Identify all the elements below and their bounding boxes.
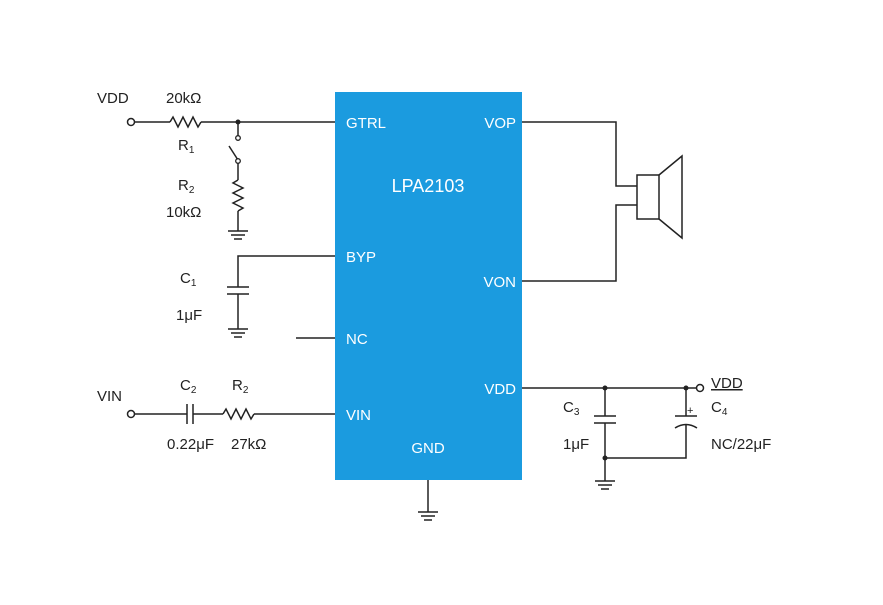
c4-value: NC/22μF xyxy=(711,436,771,453)
vop-wire xyxy=(522,121,637,187)
terminal-icon xyxy=(126,409,136,419)
c4-plus: + xyxy=(687,405,693,417)
ground-icon xyxy=(228,328,248,338)
polarized-capacitor-icon xyxy=(674,415,698,429)
switch-icon xyxy=(228,145,239,161)
r1-value: 20kΩ xyxy=(166,90,201,107)
pin-nc: NC xyxy=(346,331,368,348)
ground-icon xyxy=(595,480,615,490)
pin-vop: VOP xyxy=(484,115,516,132)
ground-icon xyxy=(418,511,438,521)
von-wire xyxy=(522,204,637,282)
c4-wire-bottom xyxy=(605,425,687,459)
capacitor-icon xyxy=(594,415,616,424)
pin-von: VON xyxy=(483,274,516,291)
resistor-icon xyxy=(169,115,202,129)
r3-value: 27kΩ xyxy=(231,436,266,453)
terminal-icon xyxy=(695,383,705,393)
c2-value: 0.22μF xyxy=(167,436,214,453)
pin-gtrl: GTRL xyxy=(346,115,386,132)
c1-value: 1μF xyxy=(176,307,202,324)
r3-label: R2 xyxy=(232,377,249,396)
vin-label: VIN xyxy=(97,388,122,405)
switch-contact-bottom xyxy=(235,158,241,164)
terminal-icon xyxy=(126,117,136,127)
byp-wire xyxy=(237,255,335,287)
switch-contact-top xyxy=(235,135,241,141)
ground-icon xyxy=(228,230,248,240)
c4-label: C4 xyxy=(711,399,728,418)
c3-label: C3 xyxy=(563,399,580,418)
ic-body xyxy=(335,92,522,480)
pin-gnd: GND xyxy=(411,440,445,457)
pin-vin: VIN xyxy=(346,407,371,424)
capacitor-icon xyxy=(186,404,194,424)
r1-label: R1 xyxy=(178,137,195,156)
r2-label: R2 xyxy=(178,177,195,196)
pin-vdd: VDD xyxy=(484,381,516,398)
c3-value: 1μF xyxy=(563,436,589,453)
resistor-icon xyxy=(222,407,255,421)
vdd-top-label: VDD xyxy=(97,90,129,107)
pin-byp: BYP xyxy=(346,249,376,266)
resistor-icon xyxy=(231,179,245,212)
vdd-right-label: VDD xyxy=(711,375,743,392)
capacitor-icon xyxy=(227,286,249,295)
speaker-icon xyxy=(636,154,683,240)
c2-label: C2 xyxy=(180,377,197,396)
r2-value: 10kΩ xyxy=(166,204,201,221)
ic-title: LPA2103 xyxy=(392,176,465,196)
c1-label: C1 xyxy=(180,270,197,289)
